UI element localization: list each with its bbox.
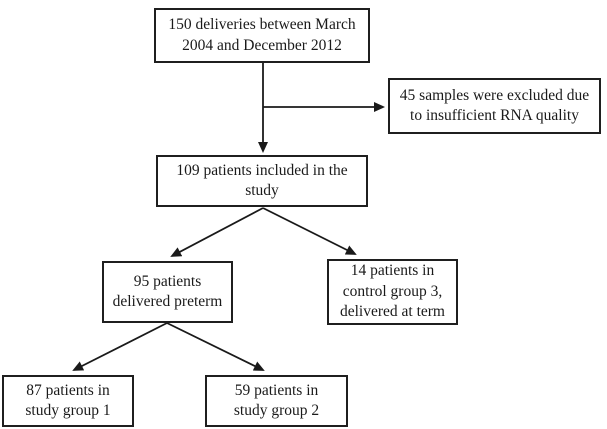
arrow-preterm-to-group2 (166, 322, 265, 371)
node-study-group-1: 87 patients in study group 1 (2, 375, 134, 427)
node-control-group: 14 patients in control group 3, delivere… (327, 259, 458, 325)
node-excluded-samples: 45 samples were excluded due to insuffic… (388, 78, 601, 134)
arrow-included-to-control (262, 207, 357, 255)
node-excluded-samples-label: 45 samples were excluded due to insuffic… (399, 86, 590, 124)
node-study-group-2-label: 59 patients in study group 2 (233, 381, 320, 419)
node-included-patients: 109 patients included in the study (156, 155, 368, 207)
node-included-patients-label: 109 patients included in the study (176, 161, 348, 199)
arrow-included-to-preterm (170, 207, 264, 257)
node-preterm-patients: 95 patients delivered preterm (102, 261, 233, 323)
node-preterm-patients-label: 95 patients delivered preterm (112, 272, 223, 310)
node-study-group-2: 59 patients in study group 2 (205, 375, 348, 427)
node-deliveries-label: 150 deliveries between March 2004 and De… (168, 16, 356, 54)
node-study-group-1-label: 87 patients in study group 1 (25, 381, 111, 419)
node-deliveries: 150 deliveries between March 2004 and De… (154, 8, 370, 63)
arrow-preterm-to-group1 (72, 322, 168, 371)
node-control-group-label: 14 patients in control group 3, delivere… (339, 262, 445, 321)
